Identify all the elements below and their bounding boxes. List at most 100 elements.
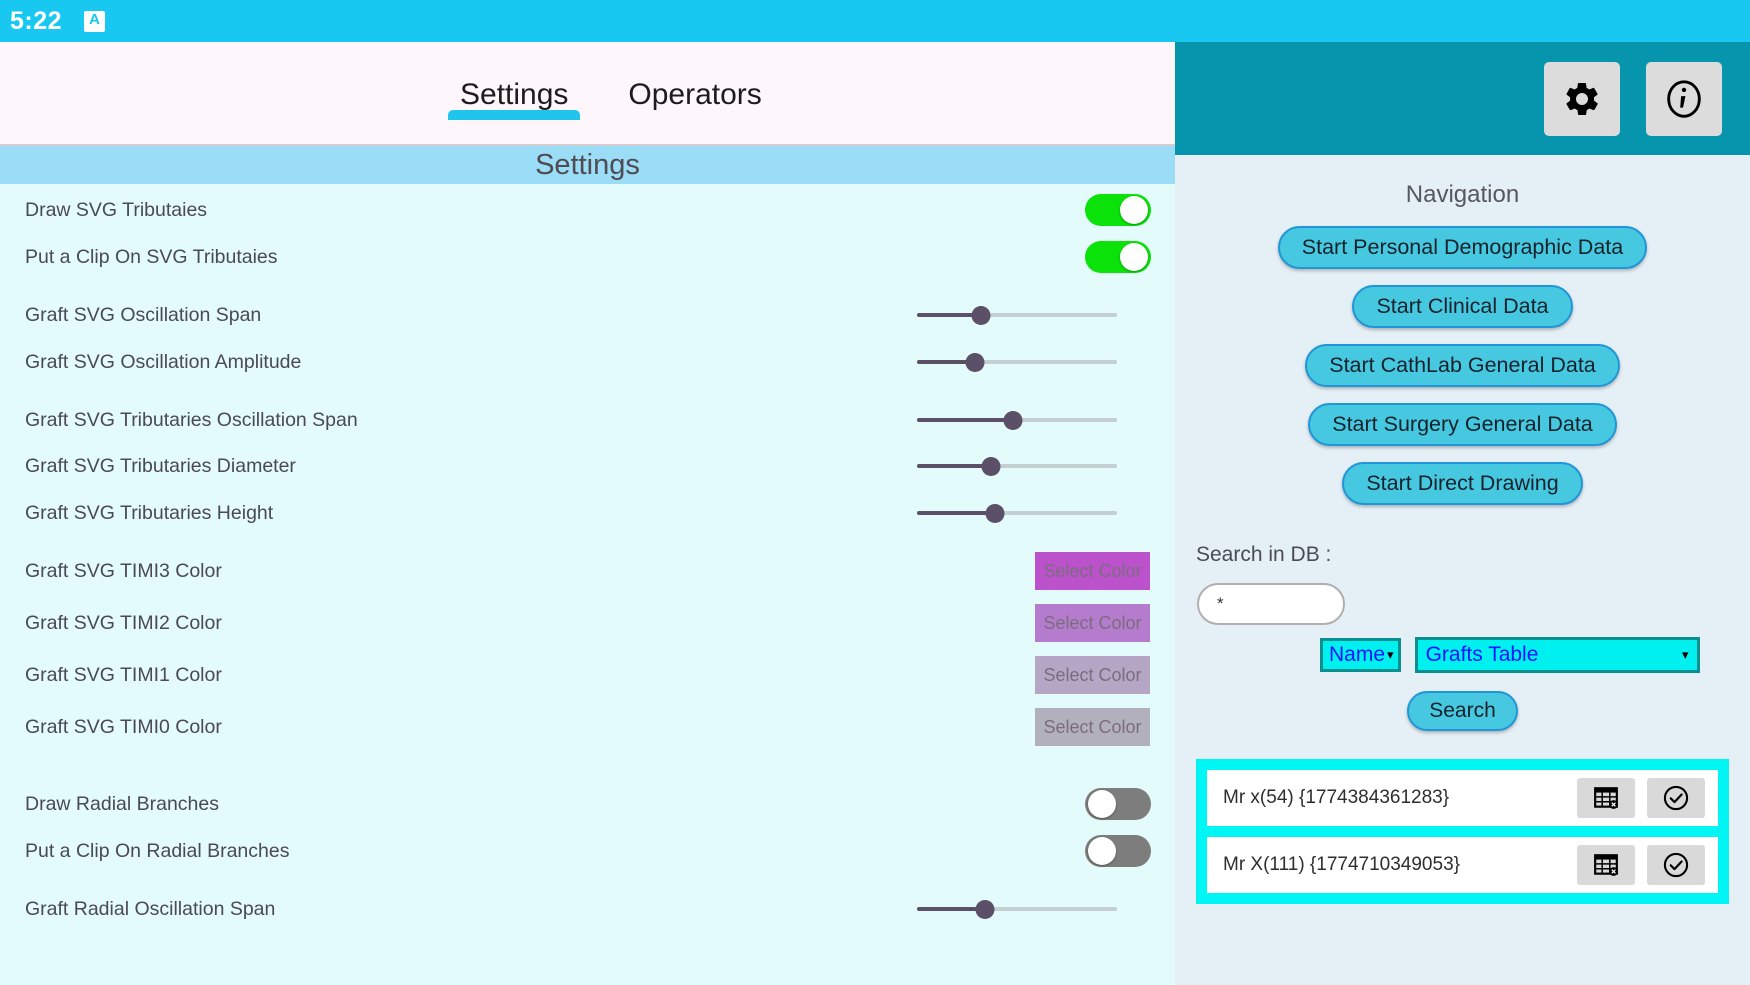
status-bar: 5:22 [0, 0, 1750, 42]
search-table-select-value: Grafts Table [1425, 643, 1539, 666]
slider-fill [917, 418, 1013, 422]
nav-button[interactable]: Start Direct Drawing [1342, 462, 1583, 505]
search-table-select[interactable]: Grafts Table ▾ [1414, 637, 1700, 673]
result-row[interactable]: Mr x(54) {1774384361283} [1207, 770, 1718, 826]
nav-button[interactable]: Start Personal Demographic Data [1277, 226, 1648, 269]
slider-track [917, 511, 1117, 515]
slider-track [917, 360, 1117, 364]
settings-slider[interactable] [917, 450, 1117, 482]
settings-toggle[interactable] [1085, 241, 1151, 273]
settings-slider[interactable] [917, 404, 1117, 436]
settings-slider[interactable] [917, 299, 1117, 331]
navigation-title: Navigation [1405, 181, 1520, 208]
side-pane-header [1175, 42, 1750, 155]
result-row[interactable]: Mr X(111) {1774710349053} [1207, 837, 1718, 893]
toggle-knob [1120, 243, 1148, 271]
check-circle-icon[interactable] [1647, 845, 1705, 885]
select-color-button[interactable]: Select Color [1035, 552, 1150, 590]
toggle-knob [1088, 837, 1116, 865]
settings-toggle[interactable] [1085, 788, 1151, 820]
nav-button[interactable]: Start CathLab General Data [1305, 344, 1620, 387]
settings-pane: Settings Operators Settings Draw SVG Tri… [0, 42, 1175, 985]
toggle-knob [1088, 790, 1116, 818]
side-pane: Navigation Start Personal Demographic Da… [1175, 42, 1750, 985]
settings-row: Draw SVG Tributaies [0, 184, 1175, 236]
slider-fill [917, 464, 991, 468]
settings-slider[interactable] [917, 346, 1117, 378]
search-field-select-value: Name [1329, 643, 1386, 666]
settings-toggle[interactable] [1085, 194, 1151, 226]
search-results: Mr x(54) {1774384361283} Mr X(111) {17747… [1196, 759, 1729, 904]
settings-row-label: Graft SVG Oscillation Span [25, 303, 262, 326]
settings-slider[interactable] [917, 497, 1117, 529]
settings-row: Graft SVG TIMI3 Color Select Color [0, 545, 1175, 597]
toggle-knob [1120, 196, 1148, 224]
settings-row: Graft SVG Oscillation Amplitude [0, 336, 1175, 388]
settings-row-label: Draw Radial Branches [25, 792, 220, 815]
search-field-select[interactable]: Name ▾ [1320, 638, 1401, 672]
settings-row: Graft SVG TIMI0 Color Select Color [0, 701, 1175, 753]
settings-row-label: Graft Radial Oscillation Span [25, 897, 276, 920]
settings-row: Graft SVG Tributaries Oscillation Span [0, 394, 1175, 446]
settings-row: Put a Clip On Radial Branches [0, 825, 1175, 877]
tab-settings-label: Settings [460, 78, 569, 111]
settings-slider[interactable] [917, 893, 1117, 925]
slider-thumb[interactable] [975, 900, 995, 919]
settings-row: Put a Clip On SVG Tributaies [0, 231, 1175, 283]
chevron-down-icon: ▾ [1682, 647, 1689, 662]
tab-settings[interactable]: Settings [430, 42, 598, 120]
tab-operators[interactable]: Operators [598, 42, 791, 112]
slider-fill [917, 313, 981, 317]
chevron-down-icon: ▾ [1387, 647, 1394, 662]
select-color-button[interactable]: Select Color [1035, 656, 1150, 694]
result-row-label: Mr x(54) {1774384361283} [1223, 787, 1450, 808]
settings-row-label: Put a Clip On Radial Branches [25, 839, 290, 862]
slider-thumb[interactable] [981, 457, 1001, 476]
slider-track [917, 464, 1117, 468]
settings-row: Graft SVG Tributaries Height [0, 487, 1175, 539]
result-row-label: Mr X(111) {1774710349053} [1223, 854, 1460, 875]
settings-row-label: Graft SVG TIMI3 Color [25, 559, 222, 582]
info-icon[interactable] [1646, 61, 1722, 136]
slider-thumb[interactable] [971, 306, 991, 325]
gear-icon[interactable] [1544, 61, 1620, 136]
settings-row-label: Graft SVG Tributaries Height [25, 501, 274, 524]
slider-fill [917, 907, 985, 911]
settings-row-label: Graft SVG Tributaries Oscillation Span [25, 408, 358, 431]
settings-row-label: Graft SVG TIMI1 Color [25, 663, 222, 686]
settings-toggle[interactable] [1085, 835, 1151, 867]
settings-row: Graft SVG TIMI2 Color Select Color [0, 597, 1175, 649]
tab-list: Settings Operators [430, 42, 792, 120]
settings-row-label: Draw SVG Tributaies [25, 198, 208, 221]
search-select-row: Name ▾ Grafts Table ▾ [1175, 637, 1750, 673]
slider-thumb[interactable] [1003, 411, 1023, 430]
slider-track [917, 313, 1117, 317]
tab-operators-label: Operators [628, 78, 762, 111]
settings-row-label: Graft SVG TIMI0 Color [25, 715, 222, 738]
settings-row: Graft SVG Oscillation Span [0, 289, 1175, 341]
search-button[interactable]: Search [1407, 691, 1518, 731]
slider-thumb[interactable] [985, 504, 1005, 523]
settings-row: Graft Radial Oscillation Span [0, 883, 1175, 935]
section-header-label: Settings [535, 148, 640, 181]
settings-row-label: Graft SVG TIMI2 Color [25, 611, 222, 634]
settings-row-label: Put a Clip On SVG Tributaies [25, 245, 278, 268]
settings-row: Draw Radial Branches [0, 778, 1175, 830]
table-open-icon[interactable] [1577, 778, 1635, 818]
nav-button[interactable]: Start Surgery General Data [1308, 403, 1617, 446]
slider-thumb[interactable] [965, 353, 985, 372]
check-circle-icon[interactable] [1647, 778, 1705, 818]
app-letter-a-icon [84, 9, 106, 32]
section-header: Settings [0, 146, 1175, 184]
select-color-button[interactable]: Select Color [1035, 604, 1150, 642]
tab-bar: Settings Operators [0, 42, 1175, 146]
search-input[interactable] [1197, 583, 1345, 625]
nav-button[interactable]: Start Clinical Data [1352, 285, 1573, 328]
settings-row: Graft SVG TIMI1 Color Select Color [0, 649, 1175, 701]
table-open-icon[interactable] [1577, 845, 1635, 885]
select-color-button[interactable]: Select Color [1035, 708, 1150, 746]
search-button-wrap: Search [1175, 691, 1750, 731]
